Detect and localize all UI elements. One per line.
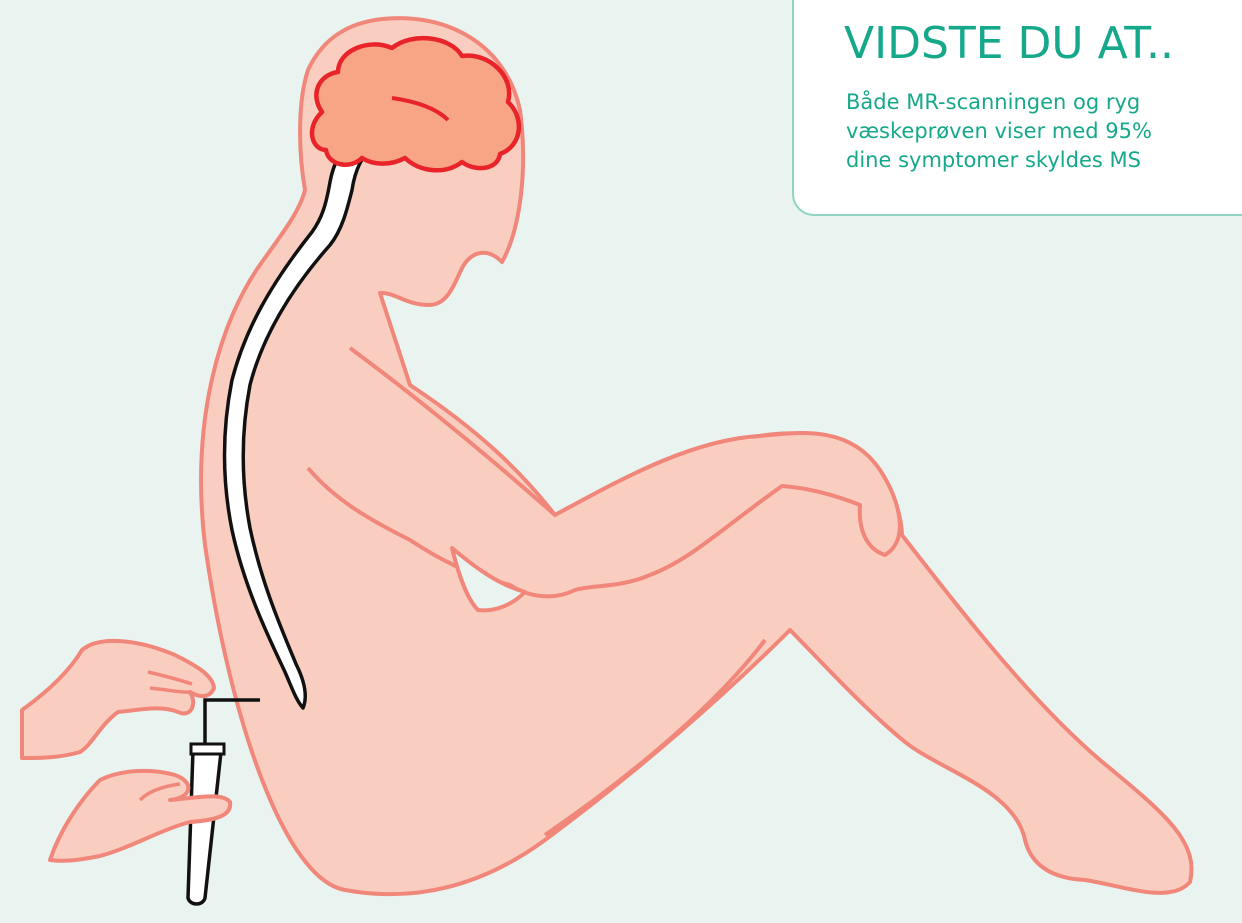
info-text-line: Både MR-scanningen og ryg <box>846 88 1152 117</box>
info-text-line: væskeprøven viser med 95% <box>846 117 1152 146</box>
info-title: VIDSTE DU AT.. <box>844 18 1174 70</box>
info-text-line: dine symptomer skyldes MS <box>846 146 1152 175</box>
test-tube-icon <box>188 750 221 904</box>
info-text: Både MR-scanningen og ryg væskeprøven vi… <box>846 88 1152 175</box>
test-tube-rim <box>191 744 224 754</box>
upper-hand-icon <box>22 641 214 758</box>
